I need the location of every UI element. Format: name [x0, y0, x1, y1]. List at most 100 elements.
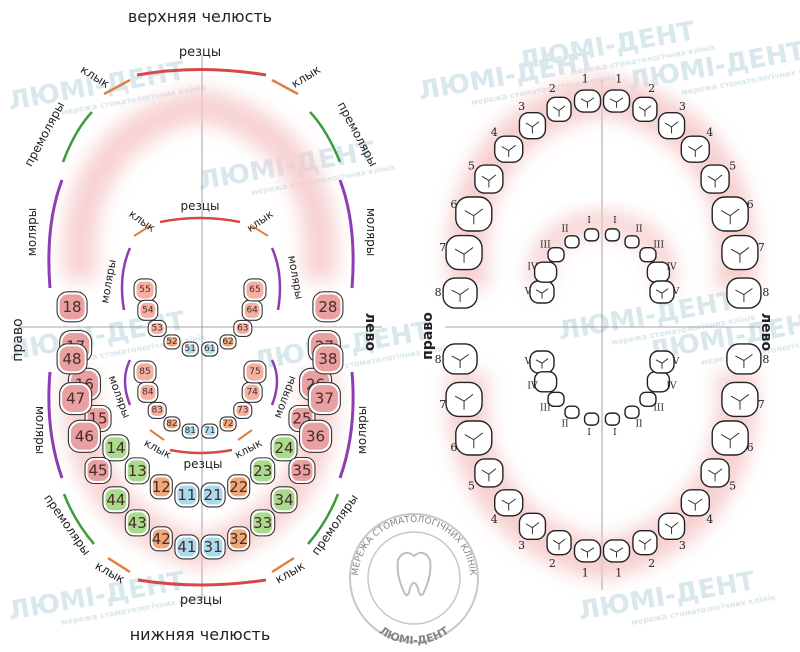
- tooth-label: 8: [762, 286, 769, 299]
- lower-molar-arc-right: [47, 371, 64, 479]
- upper-incisors-label: резцы: [179, 45, 221, 60]
- outline-tooth: [649, 350, 675, 374]
- tooth: 32: [227, 526, 251, 552]
- outline-tooth: [700, 458, 730, 488]
- outline-tooth: [721, 381, 759, 418]
- outline-tooth: [445, 381, 483, 418]
- tooth: 52: [163, 334, 181, 350]
- tooth: 41: [174, 534, 200, 560]
- tooth-number: 33: [253, 514, 272, 532]
- tooth-fill: [127, 512, 147, 534]
- seal-inner-ring: [367, 531, 461, 625]
- tooth-number: 55: [139, 285, 150, 295]
- tooth-number: 12: [152, 478, 171, 496]
- tooth-label: 1: [582, 73, 589, 86]
- tooth-outline: [455, 420, 493, 456]
- tooth: 24: [270, 434, 298, 462]
- tooth: 81: [181, 423, 199, 439]
- tooth-fissure: [638, 105, 652, 117]
- tooth: 64: [241, 299, 263, 321]
- tooth-fissure: [454, 247, 474, 263]
- tooth-number: 75: [249, 367, 260, 377]
- tooth-outline: [546, 96, 572, 123]
- tooth-label: 4: [706, 126, 713, 139]
- tooth-number: 63: [237, 323, 248, 333]
- outline-tooth: [632, 529, 658, 556]
- tooth-number: 43: [128, 514, 147, 532]
- tooth-fill: [302, 422, 330, 450]
- tooth-fissure: [655, 288, 669, 299]
- tooth-label: 6: [450, 441, 457, 454]
- tooth-label: 3: [518, 539, 525, 552]
- tooth-label: V: [524, 287, 532, 297]
- tooth: 22: [227, 474, 251, 500]
- tooth: 63: [233, 319, 253, 337]
- upper-jaw-title: верхняя челюсть: [128, 7, 272, 26]
- upper-molar-arc-left: [338, 179, 355, 289]
- tooth-label: III: [540, 241, 551, 251]
- tooth-fissure: [535, 358, 549, 369]
- tooth-label: 1: [615, 73, 622, 86]
- side-left-label: лево: [362, 313, 378, 352]
- tooth-fissure: [609, 547, 624, 558]
- tooth-label: 7: [758, 241, 765, 254]
- tooth-number: 44: [106, 491, 125, 509]
- right-panel-side-right: право: [420, 312, 436, 360]
- outline-tooth: [657, 512, 686, 541]
- tooth-outline: [533, 261, 558, 283]
- outline-tooth: [604, 228, 621, 242]
- lower-canine-arc-left: [271, 556, 295, 574]
- tooth-fissure: [552, 105, 566, 117]
- outline-tooth: [726, 277, 762, 309]
- tooth-fissure: [707, 468, 723, 482]
- tooth-number: 45: [88, 462, 107, 480]
- tooth: 37: [307, 381, 341, 416]
- tooth-outline: [604, 412, 621, 426]
- tooth-number: 41: [177, 538, 196, 556]
- outline-tooth: [711, 196, 749, 232]
- outline-tooth: [573, 539, 602, 563]
- tooth-fissure: [454, 393, 474, 410]
- tooth-label: 1: [582, 566, 589, 579]
- tooth-outline: [442, 343, 478, 375]
- tooth: 21: [200, 482, 226, 508]
- tooth: 83: [147, 401, 167, 419]
- tooth: 42: [149, 526, 173, 552]
- tooth-fissure: [720, 432, 740, 449]
- outline-tooth: [680, 135, 710, 163]
- tooth-fill: [291, 460, 313, 482]
- tooth-fissure: [664, 522, 679, 535]
- tooth-number: 18: [63, 298, 82, 316]
- tooth-fissure: [464, 208, 484, 225]
- tooth-number: 72: [222, 419, 233, 429]
- tooth-label: III: [653, 241, 664, 251]
- tooth-fill: [152, 529, 170, 549]
- tooth-number: 61: [204, 344, 215, 354]
- tooth-label: 5: [468, 159, 475, 172]
- tooth-fissure: [525, 121, 540, 134]
- tooth: 44: [102, 486, 130, 514]
- tooth-outline: [721, 381, 759, 418]
- tooth-fissure: [655, 358, 669, 369]
- tooth-label: 5: [729, 159, 736, 172]
- upper-molars-label-right: моляры: [25, 208, 39, 256]
- tooth-label: 3: [679, 100, 686, 113]
- tooth-fill: [177, 537, 197, 557]
- tooth-number: 53: [151, 323, 162, 333]
- lower-molar-arc-left: [338, 371, 355, 479]
- tooth-label: II: [561, 419, 569, 429]
- lower-jaw-title: нижняя челюсть: [130, 625, 271, 644]
- tooth-outline: [721, 234, 759, 271]
- tooth-outline: [583, 412, 600, 426]
- tooth-number: 51: [185, 344, 196, 354]
- tooth-label: 3: [679, 539, 686, 552]
- outline-tooth: [529, 280, 555, 304]
- outline-tooth: [573, 89, 602, 113]
- tooth-fissure: [730, 393, 750, 410]
- tooth-outline: [474, 164, 504, 194]
- tooth-fill: [204, 344, 216, 354]
- tooth-fissure: [664, 121, 679, 134]
- tooth-outline: [657, 512, 686, 541]
- tooth-label: III: [653, 403, 664, 413]
- tooth-outline: [602, 539, 631, 563]
